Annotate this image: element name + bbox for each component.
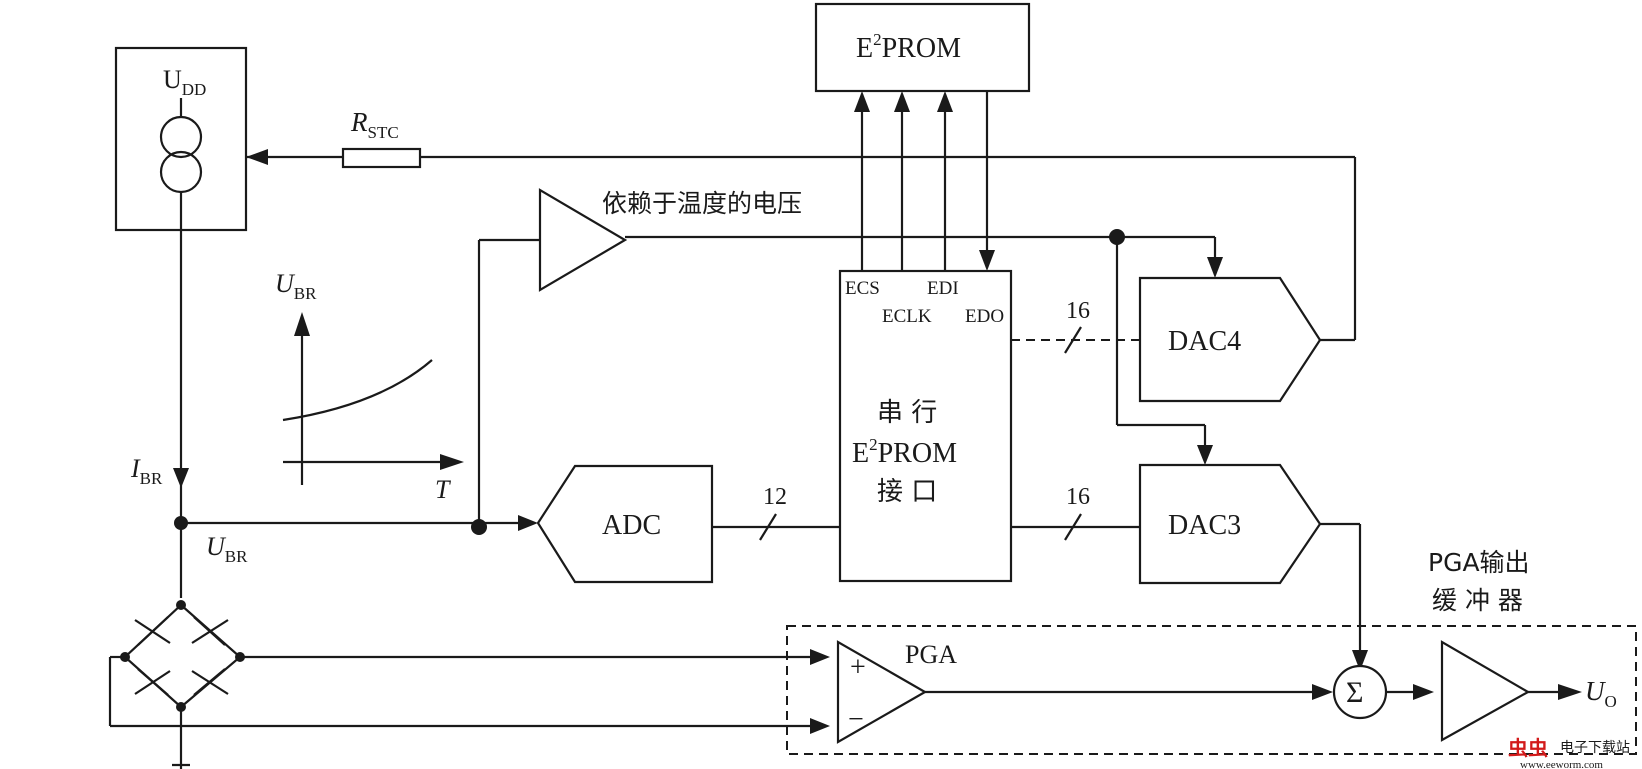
- buffer-label-line2: 缓 冲 器: [1432, 586, 1523, 615]
- adc-label: ADC: [602, 510, 661, 541]
- rstc-arrow: [246, 149, 268, 165]
- ubr-temperature-graph: UBR T: [275, 269, 464, 504]
- buffer-label-line1: PGA输出: [1428, 548, 1530, 577]
- pin-edo: EDO: [965, 306, 1004, 327]
- eeprom-interface-block: [838, 269, 1013, 583]
- t-axis-label: T: [435, 475, 451, 504]
- pin-edi: EDI: [927, 278, 959, 299]
- pin-ecs: ECS: [845, 278, 880, 299]
- ubr-axis-label: UBR: [275, 269, 317, 303]
- eeprom-block: [814, 2, 1031, 93]
- dac3-bus-width: 16: [1066, 484, 1090, 510]
- uo-label: UO: [1585, 676, 1617, 711]
- sensor-bridge: [108, 600, 810, 769]
- pga-plus: +: [850, 652, 866, 683]
- adc-bus-width: 12: [763, 484, 787, 510]
- adc-junction-dot: [471, 519, 487, 535]
- output-buffer: [1440, 640, 1531, 742]
- eeprom-label: E2PROM: [856, 30, 961, 64]
- pga-label: PGA: [905, 640, 957, 669]
- ibr-arrow: [173, 468, 189, 488]
- dac4-label: DAC4: [1168, 326, 1241, 357]
- watermark-site: 电子下载站: [1560, 740, 1630, 756]
- adc-block: [536, 464, 714, 584]
- temp-voltage-label: 依赖于温度的电压: [602, 189, 802, 218]
- sum-symbol: Σ: [1346, 676, 1363, 709]
- dac3-label: DAC3: [1168, 510, 1241, 541]
- pga-block: [836, 640, 928, 744]
- pga-minus: −: [848, 704, 864, 735]
- interface-line1: 串 行: [877, 398, 937, 428]
- dac3-block: [1138, 463, 1322, 585]
- watermark-url: www.eeworm.com: [1520, 759, 1603, 769]
- ubr-node-label: UBR: [206, 532, 248, 566]
- pga-region: [786, 625, 1637, 755]
- dac4-bus-width: 16: [1066, 298, 1090, 324]
- interface-line3: 接 口: [877, 477, 937, 507]
- udd-label: UDD: [163, 65, 206, 99]
- ibr-label: IBR: [130, 454, 163, 488]
- pin-eclk: ECLK: [882, 306, 932, 327]
- watermark-logo: 虫虫 电子下载站 www.eeworm.com: [1508, 736, 1630, 769]
- watermark-brand: 虫虫: [1508, 736, 1548, 760]
- dac4-block: [1138, 276, 1322, 403]
- interface-line2: E2PROM: [852, 435, 957, 469]
- rstc-resistor: [341, 147, 422, 169]
- rstc-label: RSTC: [350, 107, 399, 142]
